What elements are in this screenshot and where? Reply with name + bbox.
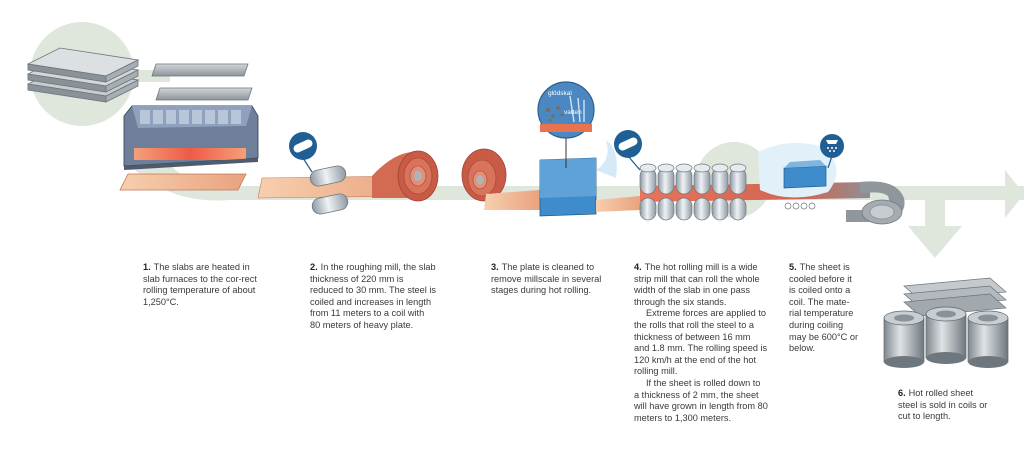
step-paragraph: If the sheet is rolled down to a thickne… [634,377,768,423]
slab-furnace [123,105,259,170]
step-number: 4. [634,262,642,272]
cooling-section [758,142,837,210]
magnifier-callout-icon: glödskal vatten [537,81,595,168]
descaler-box [539,140,640,217]
step-number: 5. [789,262,797,272]
finishing-mill-stands [639,163,747,221]
rough-coil-1 [372,150,439,202]
step-number: 3. [491,262,499,272]
step-4-text: 4.The hot rolling mill is a wide strip m… [634,262,768,424]
step-6-text: 6.Hot rolled sheet steel is sold in coil… [898,388,990,423]
heated-slab [119,173,247,191]
roller-badge-icon [614,130,642,171]
slab-stack-large [26,47,140,103]
step-number: 2. [310,262,318,272]
roughing-mill-rolls [309,165,349,215]
roller-badge-icon [289,132,317,173]
step-paragraph: In the roughing mill, the slab thickness… [310,262,436,330]
callout-label-bottom: vatten [564,109,582,116]
rough-coil-2 [461,148,540,210]
slab-single [151,63,253,101]
water-spray-badge-icon [820,134,844,169]
step-paragraph: Hot rolled sheet steel is sold in coils … [898,388,988,422]
step-paragraph: Extreme forces are applied to the rolls … [634,308,768,377]
step-paragraph: The sheet is cooled before it is coiled … [789,262,859,354]
step-2-text: 2.In the roughing mill, the slab thickne… [310,262,436,332]
step-1-text: 1.The slabs are heated in slab furnaces … [143,262,261,308]
step-number: 6. [898,388,906,398]
step-5-text: 5.The sheet is cooled before it is coile… [789,262,859,355]
coiler [846,181,905,225]
step-paragraph: The slabs are heated in slab furnaces to… [143,262,257,307]
step-number: 1. [143,262,151,272]
step-paragraph: The hot rolling mill is a wide strip mil… [634,262,760,307]
step-3-text: 3.The plate is cleaned to remove millsca… [491,262,609,297]
step-paragraph: The plate is cleaned to remove millscale… [491,262,602,296]
finished-coils [883,306,1009,369]
callout-label-top: glödskal [548,90,572,97]
